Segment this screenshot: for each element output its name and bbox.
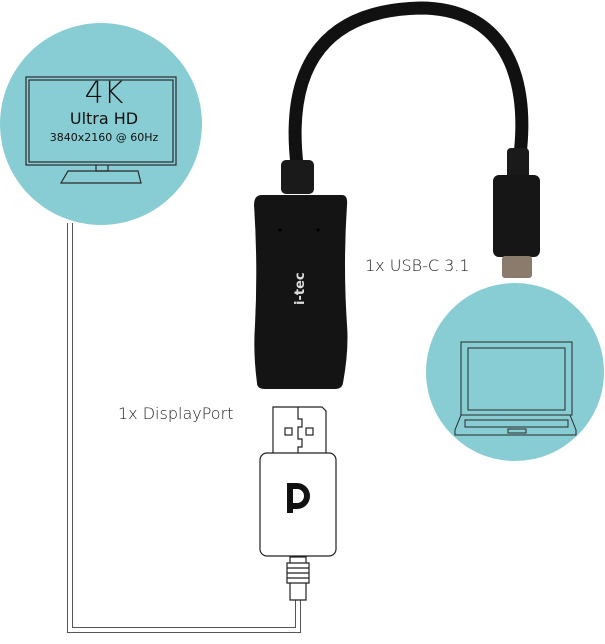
laptop-circle (426, 283, 604, 461)
usb-c-cable (288, 1, 529, 166)
displayport-logo-icon (287, 483, 310, 513)
monitor-circle (0, 23, 202, 225)
laptop-icon (454, 341, 577, 436)
brand-logo: i-tec (293, 272, 308, 305)
usb-c-label: 1x USB-C 3.1 (365, 256, 470, 275)
resolution-label: 4K (84, 76, 124, 111)
monitor-name: Ultra HD (69, 109, 139, 128)
displayport-label: 1x DisplayPort (118, 404, 234, 423)
usb-c-plug (493, 148, 540, 278)
monitor-text: 4K Ultra HD 3840x2160 @ 60Hz (33, 78, 175, 146)
monitor-icon (25, 76, 177, 184)
monitor-mode: 3840x2160 @ 60Hz (49, 131, 159, 144)
adapter: i-tec (254, 160, 348, 389)
